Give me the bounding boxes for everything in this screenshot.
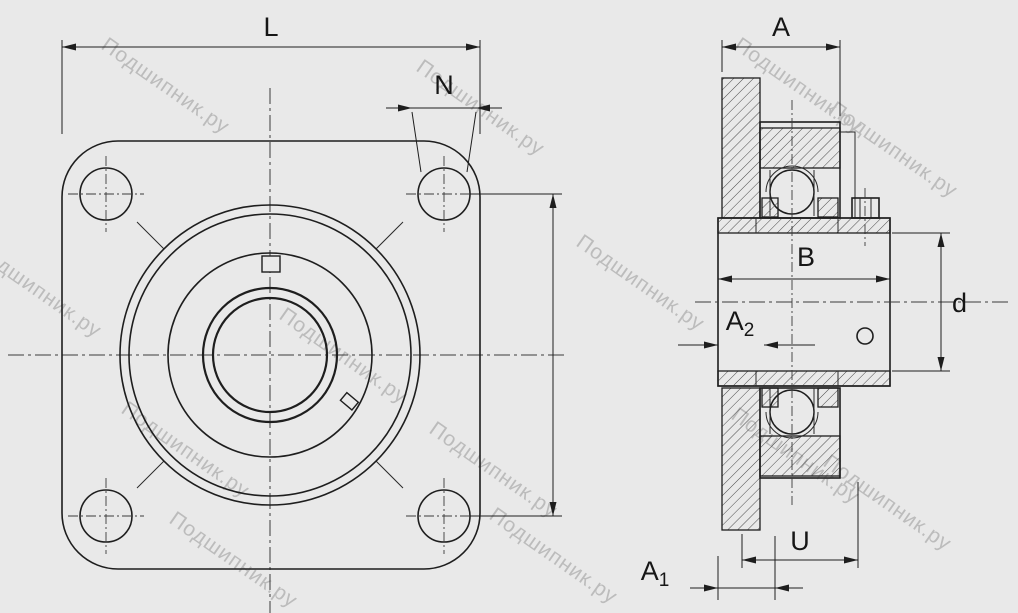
inner-ring-section-bottom-right bbox=[817, 387, 839, 408]
dimension-label-A1-main: A bbox=[641, 556, 659, 586]
dimension-label-d: d bbox=[952, 288, 967, 318]
flange-section-bottom bbox=[721, 387, 761, 531]
dimension-B: B bbox=[718, 242, 890, 283]
boss-outline-bottom bbox=[759, 387, 841, 479]
dimension-A1: A1 bbox=[641, 536, 803, 600]
dimension-label-L: L bbox=[263, 12, 278, 42]
dimension-label-N: N bbox=[434, 70, 454, 100]
dimension-label-A1-sub: 1 bbox=[659, 570, 670, 591]
dimension-d: d bbox=[892, 232, 967, 372]
dimension-label-B: B bbox=[797, 242, 815, 272]
dimension-label-U: U bbox=[790, 526, 810, 556]
corner-chamfer bbox=[136, 460, 165, 489]
spherical-seat-circle bbox=[128, 213, 412, 497]
set-screw-hole bbox=[856, 327, 874, 345]
corner-chamfer bbox=[375, 221, 404, 250]
sleeve-wall-bottom bbox=[717, 370, 891, 387]
inner-ring-section-top-right bbox=[817, 197, 839, 218]
bolt-hole-top-left bbox=[68, 156, 144, 232]
outer-ring-section-top bbox=[759, 127, 841, 169]
dimension-L: L bbox=[61, 12, 481, 134]
dimension-label-A1: A1 bbox=[641, 556, 670, 591]
corner-chamfer bbox=[375, 460, 404, 489]
bearing-ring-circle bbox=[167, 252, 373, 458]
inner-ring-section-bottom-left bbox=[761, 387, 779, 408]
flange-outline bbox=[61, 140, 481, 570]
bore-circle bbox=[211, 296, 329, 414]
dimension-label-A2-sub: 2 bbox=[744, 320, 755, 341]
flange-section-top bbox=[721, 77, 761, 219]
dimension-bolt-spacing bbox=[470, 193, 562, 517]
locking-pin-front bbox=[339, 391, 360, 411]
outer-ring-section-bottom bbox=[759, 435, 841, 477]
dimension-U: U bbox=[741, 482, 859, 568]
housing-boss-circle bbox=[119, 204, 421, 506]
dimension-A: A bbox=[721, 12, 841, 116]
race-arc-top bbox=[765, 165, 819, 193]
corner-chamfer bbox=[136, 221, 165, 250]
shaft-sleeve bbox=[717, 217, 891, 387]
front-view: L N bbox=[8, 12, 566, 613]
bolt-hole-bottom-left bbox=[68, 478, 144, 554]
inner-ring-section-top-left bbox=[761, 197, 779, 218]
dimension-label-A2: A2 bbox=[726, 306, 755, 341]
dimension-label-A2-main: A bbox=[726, 306, 744, 336]
dimension-N: N bbox=[386, 70, 502, 173]
side-view: A B d A2 U bbox=[641, 12, 1012, 600]
dimension-A2: A2 bbox=[678, 306, 815, 349]
sleeve-wall-top bbox=[717, 217, 891, 234]
dimension-label-A: A bbox=[772, 12, 790, 42]
set-screw-front bbox=[261, 255, 281, 273]
inner-ring-circle bbox=[201, 286, 339, 424]
